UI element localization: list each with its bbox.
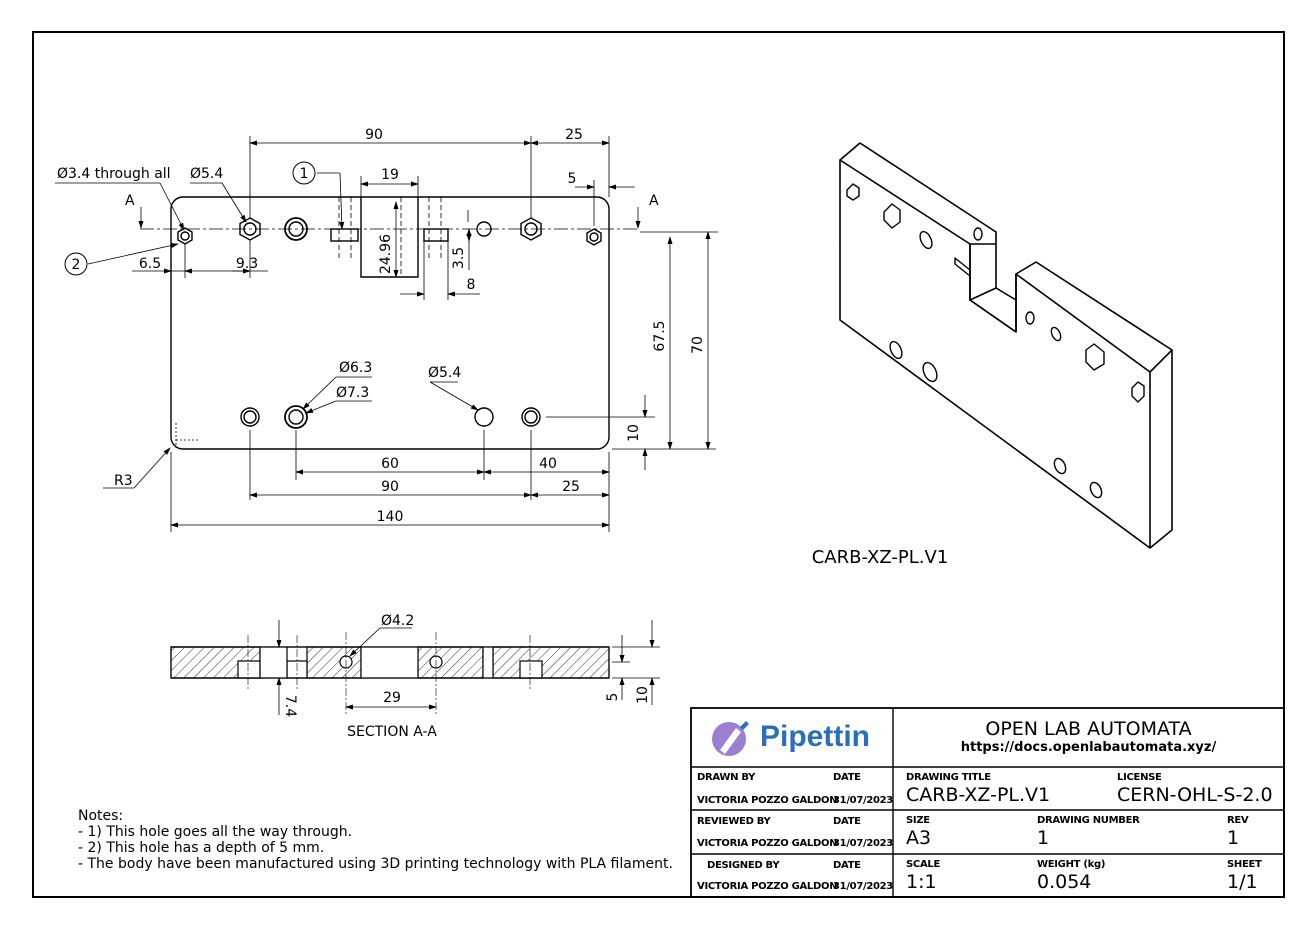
hole xyxy=(240,407,260,427)
designed-by-value: VICTORIA POZZO GALDON xyxy=(697,881,838,892)
reviewed-by-value: VICTORIA POZZO GALDON xyxy=(697,838,838,849)
sheet-value: 1/1 xyxy=(1227,871,1258,893)
drawing-number-label: DRAWING NUMBER xyxy=(1037,815,1140,826)
label-radius: R3 xyxy=(114,473,133,489)
dim-10: 10 xyxy=(626,424,642,442)
dim-3-5: 3.5 xyxy=(451,247,467,269)
hole xyxy=(474,407,494,427)
notes-heading: Notes: xyxy=(78,808,124,824)
notes: Notes: - 1) This hole goes all the way t… xyxy=(78,808,673,872)
size-label: SIZE xyxy=(906,815,930,826)
scale-value: 1:1 xyxy=(906,871,937,893)
reviewed-by-date: 31/07/2023 xyxy=(833,838,893,849)
drawn-by-label: DRAWN BY xyxy=(697,772,756,783)
hole xyxy=(284,405,308,429)
plate-outline xyxy=(170,196,610,450)
drawn-by-date-label: DATE xyxy=(833,772,861,783)
rev-value: 1 xyxy=(1227,827,1240,849)
dim-25-bottom: 25 xyxy=(562,479,580,495)
pipettin-logo-icon xyxy=(712,721,749,756)
drawn-by-value: VICTORIA POZZO GALDON xyxy=(697,795,838,806)
designed-by-date-label: DATE xyxy=(833,860,861,871)
dim-8: 8 xyxy=(467,277,476,293)
scale-label: SCALE xyxy=(906,859,940,870)
designed-by-date: 31/07/2023 xyxy=(833,881,893,892)
balloon-2 xyxy=(64,252,88,276)
label-hole-3-4: Ø3.4 through all xyxy=(57,166,171,182)
note-line: - 2) This hole has a depth of 5 mm. xyxy=(78,840,325,856)
dim-9-3: 9.3 xyxy=(236,256,258,272)
license-label: LICENSE xyxy=(1117,772,1162,783)
hole xyxy=(284,217,308,241)
org-name: OPEN LAB AUTOMATA xyxy=(985,718,1192,740)
rev-label: REV xyxy=(1227,815,1249,826)
hex-nut-hole xyxy=(177,227,193,245)
label-hole-6-3: Ø6.3 xyxy=(339,360,372,376)
dimension-lines xyxy=(55,136,718,532)
size-value: A3 xyxy=(906,827,932,849)
dim-24-96: 24.96 xyxy=(378,234,394,274)
section-dim-29: 29 xyxy=(383,690,401,706)
front-view-dimension-text: 90 25 19 5 6.5 9.3 24.96 3.5 8 67.5 70 1… xyxy=(57,127,706,525)
dim-90-bottom: 90 xyxy=(381,479,399,495)
balloon-1-label: 1 xyxy=(300,166,309,182)
dim-5: 5 xyxy=(568,171,577,187)
dim-70: 70 xyxy=(690,336,706,354)
balloon-1 xyxy=(292,161,316,185)
section-dim-5: 5 xyxy=(605,693,621,702)
section-view xyxy=(170,632,610,715)
license-value: CERN-OHL-S-2.0 xyxy=(1117,784,1273,806)
label-hole-5-4-a: Ø5.4 xyxy=(190,166,223,182)
isometric-view xyxy=(839,142,1173,549)
brand-name: Pipettin xyxy=(760,720,870,753)
dim-25-top: 25 xyxy=(565,127,583,143)
note-line: - The body have been manufactured using … xyxy=(78,856,673,872)
reviewed-by-date-label: DATE xyxy=(833,816,861,827)
hex-nut-hole xyxy=(586,228,602,246)
label-hole-5-4-b: Ø5.4 xyxy=(428,365,461,381)
balloon-2-label: 2 xyxy=(72,257,81,273)
section-title: SECTION A-A xyxy=(347,724,437,740)
hex-nut-hole xyxy=(520,217,542,241)
org-url: https://docs.openlabautomata.xyz/ xyxy=(960,740,1217,755)
sheet-border xyxy=(32,31,1285,898)
section-dim-10: 10 xyxy=(635,686,651,704)
drawn-by-date: 31/07/2023 xyxy=(833,795,893,806)
section-mark-left: A xyxy=(125,193,135,209)
section-dim-7-4: 7.4 xyxy=(282,695,298,717)
weight-label: WEIGHT (kg) xyxy=(1037,859,1106,870)
note-line: - 1) This hole goes all the way through. xyxy=(78,824,353,840)
weight-value: 0.054 xyxy=(1037,871,1092,893)
slot-cutout xyxy=(360,197,419,278)
dim-6-5: 6.5 xyxy=(139,256,161,272)
dim-19: 19 xyxy=(381,167,399,183)
dim-90-top: 90 xyxy=(365,127,383,143)
dim-67-5: 67.5 xyxy=(652,320,668,351)
drawing-title-value: CARB-XZ-PL.V1 xyxy=(906,784,1051,806)
iso-view-label: CARB-XZ-PL.V1 xyxy=(812,547,949,568)
section-mark-right: A xyxy=(649,193,659,209)
designed-by-label: DESIGNED BY xyxy=(707,860,780,871)
hole xyxy=(476,221,492,237)
dim-40: 40 xyxy=(539,456,557,472)
dim-60: 60 xyxy=(381,456,399,472)
reviewed-by-label: REVIEWED BY xyxy=(697,816,771,827)
section-hole-label: Ø4.2 xyxy=(381,613,414,629)
front-view xyxy=(140,196,640,450)
drawing-number-value: 1 xyxy=(1037,827,1050,849)
section-dimension-lines xyxy=(276,620,660,715)
sheet-label: SHEET xyxy=(1227,859,1262,870)
label-hole-7-3: Ø7.3 xyxy=(336,385,369,401)
title-block-frame xyxy=(690,707,1285,898)
dim-140: 140 xyxy=(377,509,404,525)
drawing-title-label: DRAWING TITLE xyxy=(906,772,991,783)
hole xyxy=(521,407,541,427)
